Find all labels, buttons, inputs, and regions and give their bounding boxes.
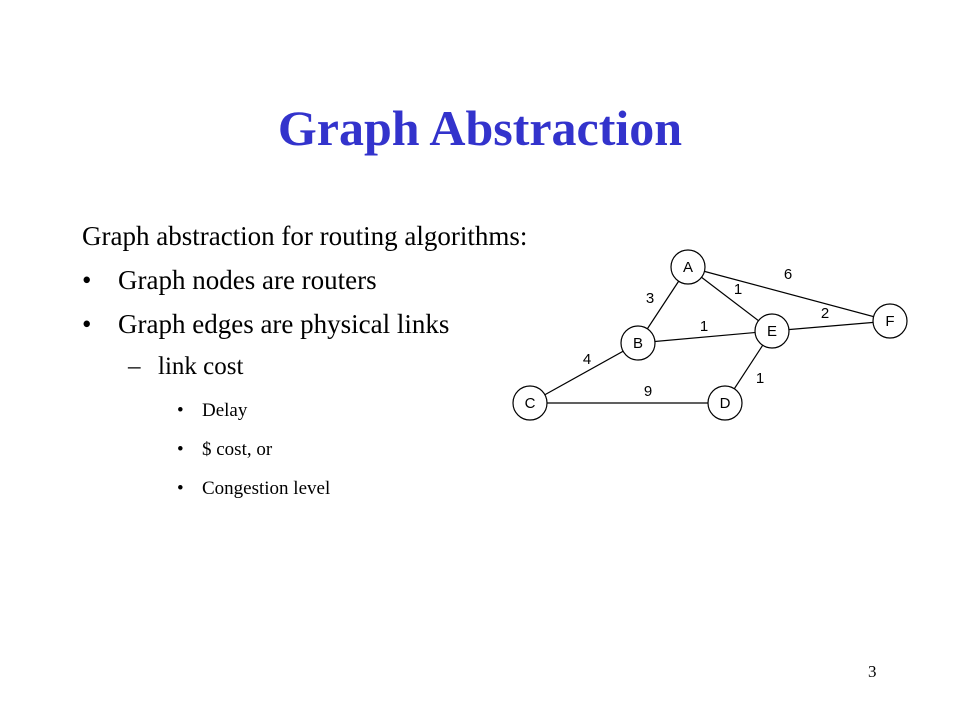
bullet-text: Graph nodes are routers [118,265,377,295]
node-a: A [670,249,706,285]
intro-text: Graph abstraction for routing algorithms… [82,221,528,251]
edge-cost-label: 2 [821,305,829,322]
sub-sub-bullet-item: • Delay [82,398,532,424]
node-f: F [872,303,908,339]
node-circle [707,385,743,421]
bullet-dot-icon: • [177,478,184,499]
node-label: E [767,323,777,340]
node-b: B [620,325,656,361]
page-number: 3 [868,662,877,681]
bullet-dot-icon: • [177,439,184,460]
bullet-content: Graph abstraction for routing algorithms… [82,218,532,515]
edge-cost-label: 4 [583,351,591,368]
edge-A-F [687,266,891,322]
node-circle [872,303,908,339]
edge-B-C [529,342,639,404]
bullet-text: Graph edges are physical links [118,309,450,339]
node-label: D [720,395,731,412]
sub-sub-bullet-text: $ cost, or [202,439,273,460]
sub-bullet-item: – link cost [82,350,532,384]
edge-B-E [637,330,773,344]
sub-sub-bullet-text: Congestion level [202,478,331,499]
bullet-dot-icon: • [82,309,92,339]
bullet-item: • Graph edges are physical links [82,306,532,343]
node-circle [754,313,790,349]
sub-sub-bullet-item: • $ cost, or [82,437,532,463]
edge-cost-label: 1 [700,318,708,335]
node-label: A [683,259,693,276]
node-e: E [754,313,790,349]
slide-title: Graph Abstraction [277,100,683,156]
edge-cost-label: 9 [644,383,652,400]
dash-icon: – [128,353,141,380]
node-circle [620,325,656,361]
node-d: D [707,385,743,421]
node-circle [512,385,548,421]
node-c: C [512,385,548,421]
node-circle [670,249,706,285]
sub-sub-bullet-text: Delay [202,400,248,421]
edge-cost-label: 1 [734,281,742,298]
bullet-dot-icon: • [177,400,184,421]
network-graph: 6 3 1 1 2 4 9 1 A B C D E F [512,249,908,421]
sub-sub-bullet-item: • Congestion level [82,476,532,502]
node-label: C [525,395,536,412]
edge-E-F [771,320,891,332]
edge-cost-label: 6 [784,266,792,283]
bullet-item: • Graph nodes are routers [82,262,532,299]
bullet-dot-icon: • [82,265,92,295]
node-label: F [885,313,894,330]
sub-bullet-text: link cost [158,353,244,380]
edge-A-E [687,266,773,332]
edge-cost-label: 1 [756,370,764,387]
edge-cost-label: 3 [646,290,654,307]
node-label: B [633,335,643,352]
